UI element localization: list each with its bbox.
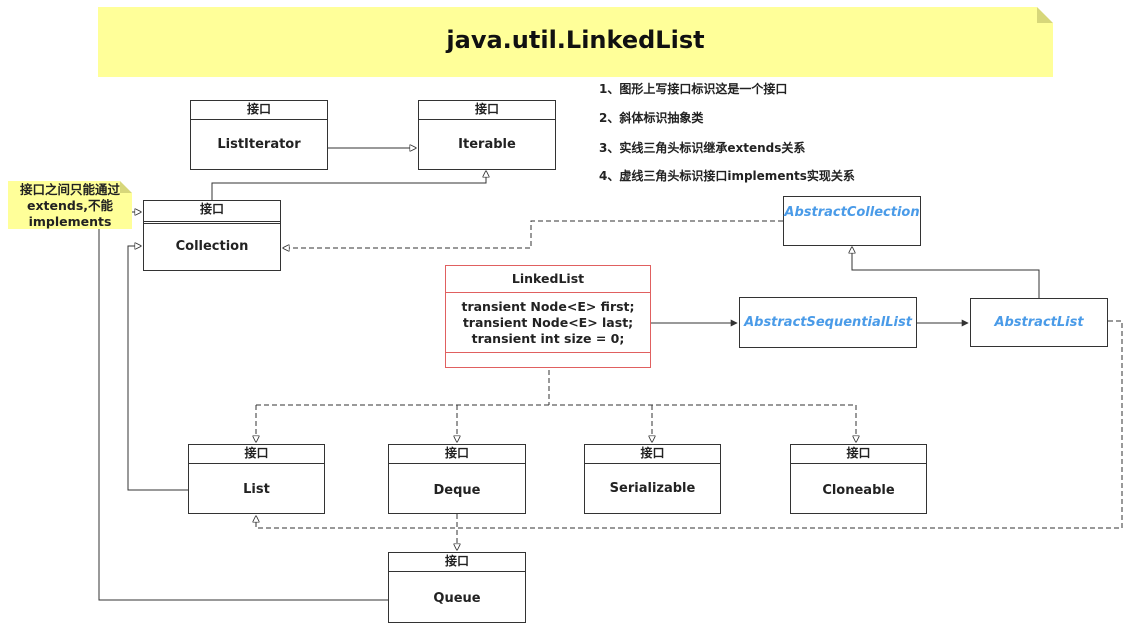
class-box-deque[interactable]: 接口 Deque <box>388 444 526 514</box>
class-name: Iterable <box>458 137 516 152</box>
field-list: transient Node<E> first; transient Node<… <box>446 293 650 353</box>
edge-abstractlist-abstractcollection <box>852 247 1040 298</box>
class-name: Serializable <box>609 481 696 496</box>
class-name: AbstractCollection <box>784 205 920 220</box>
interface-label: 接口 <box>389 553 525 572</box>
note-fold-icon <box>1037 7 1053 23</box>
class-box-collection[interactable]: 接口 Collection <box>143 200 281 271</box>
class-box-listiterator[interactable]: 接口 ListIterator <box>190 100 328 170</box>
title-note: java.util.LinkedList <box>98 7 1053 77</box>
interface-label: 接口 <box>191 101 327 120</box>
interface-label: 接口 <box>189 445 324 464</box>
side-note-line-2: extends,不能 <box>26 198 114 213</box>
class-box-abstractlist[interactable]: AbstractList <box>970 298 1108 347</box>
edge-abstractlist-list <box>256 320 1123 529</box>
legend-item-3: 3、实线三角头标识继承extends关系 <box>599 141 806 155</box>
side-note-line-3: implements <box>28 214 112 229</box>
class-name: Cloneable <box>822 483 895 498</box>
class-name: List <box>243 482 270 497</box>
legend-item-4: 4、虚线三角头标识接口implements实现关系 <box>599 169 855 183</box>
interface-label: 接口 <box>389 445 525 464</box>
class-box-abstractsequentiallist[interactable]: AbstractSequentialList <box>739 297 917 348</box>
class-box-serializable[interactable]: 接口 Serializable <box>584 444 721 514</box>
class-name: LinkedList <box>446 266 650 293</box>
field-size: transient int size = 0; <box>471 331 625 346</box>
class-name: Deque <box>433 483 481 498</box>
class-name: Queue <box>433 591 481 606</box>
interface-label: 接口 <box>585 445 720 464</box>
class-name: ListIterator <box>217 137 301 152</box>
class-box-queue[interactable]: 接口 Queue <box>388 552 526 623</box>
class-name: Collection <box>175 239 249 254</box>
interface-label: 接口 <box>791 445 926 464</box>
field-last: transient Node<E> last; <box>462 315 634 330</box>
class-box-linkedlist[interactable]: LinkedList transient Node<E> first; tran… <box>445 265 651 368</box>
diagram-title: java.util.LinkedList <box>446 26 705 54</box>
edge-abstractcollection-collection <box>283 220 783 248</box>
side-note-line-1: 接口之间只能通过 <box>19 182 120 197</box>
class-name: AbstractList <box>994 315 1084 330</box>
edge-list-collection <box>127 246 188 491</box>
class-box-iterable[interactable]: 接口 Iterable <box>418 100 556 170</box>
class-box-cloneable[interactable]: 接口 Cloneable <box>790 444 927 514</box>
interface-label: 接口 <box>144 201 280 224</box>
edge-collection-iterable <box>211 171 486 200</box>
class-box-list[interactable]: 接口 List <box>188 444 325 514</box>
field-first: transient Node<E> first; <box>461 299 635 314</box>
interface-label: 接口 <box>419 101 555 120</box>
legend-item-1: 1、图形上写接口标识这是一个接口 <box>599 82 788 96</box>
note-fold-icon <box>120 181 132 193</box>
side-note: 接口之间只能通过 extends,不能 implements <box>8 181 132 229</box>
class-name: AbstractSequentialList <box>744 315 912 330</box>
legend-item-2: 2、斜体标识抽象类 <box>599 111 704 125</box>
class-box-abstractcollection[interactable]: AbstractCollection <box>783 196 921 246</box>
